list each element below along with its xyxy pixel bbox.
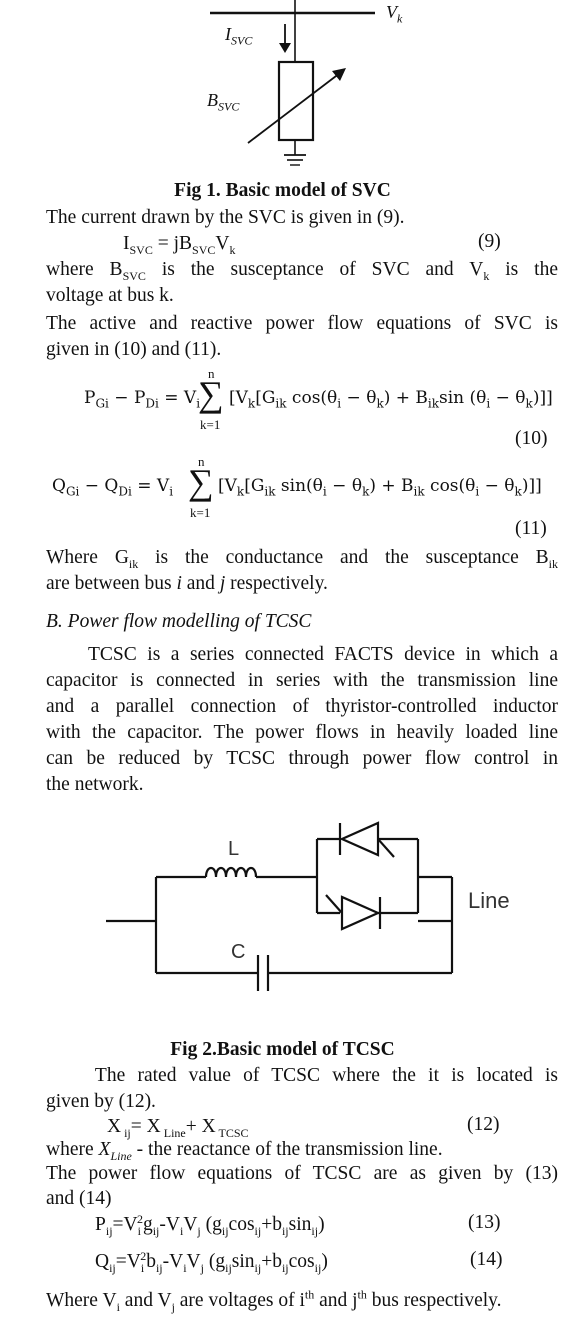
eq10-sigma: ∑ [198,374,224,414]
eq11-lhs: QGi − QDi = Vi [52,476,174,499]
eq10-rhs: [Vk[Gik cos(θi − θk) + Biksin (θi − θk)]… [229,388,553,411]
current-arrow-head [279,43,291,53]
fig1-label-isvc: ISVC [225,24,253,48]
thyristor-upper-gate [377,838,395,858]
para1-line1: The current drawn by the SVC is given in… [46,207,405,228]
para1-line3: where BSVC is the susceptance of SVC and… [46,259,558,283]
para3-line5: can be reduced by TCSC through power flo… [46,748,558,769]
thyristor-upper-triangle [339,821,380,857]
fig2-label-c: C [231,941,246,963]
thyristor-lower-gate [325,894,343,914]
eq11-rhs: [Vk[Gik sin⁡(θi − θk) + Bik cos(θi − θk)… [218,476,542,499]
eq10-number: (10) [515,428,548,449]
para4-line5: The power flow equations of TCSC are as … [46,1163,558,1184]
eq10-lhs: PGi − PDi = Vi [84,388,201,411]
fig1-svc-diagram [210,0,375,166]
eq10-sum-lower: k=1 [200,417,221,432]
variable-arrow-head [332,68,346,81]
para3-line6: the network. [46,774,144,795]
eq12: X ij= X Line+ X TCSC [107,1116,249,1140]
fig2-label-l: L [228,838,240,860]
para1-line4: voltage at bus k. [46,285,174,306]
para3-line1: TCSC is a series connected FACTS device … [46,644,558,665]
para4-line1: The rated value of TCSC where the it is … [46,1065,558,1086]
eq11-sigma: ∑ [188,462,214,502]
inductor-coil [204,866,258,878]
fig1-caption: Fig 1. Basic model of SVC [174,180,391,201]
susceptance-box [277,60,315,142]
para1-line6: given in (10) and (11). [46,339,222,360]
eq12-number: (12) [467,1114,500,1135]
thyristor-lower-triangle [340,895,381,931]
eq13: Pij=Vi2gij-ViVj (gijcosij+bijsinij) [95,1211,325,1238]
eq11-sum-upper: n [198,454,205,469]
para3-line4: with the capacitor. The power flows in h… [46,722,558,743]
fig1-label-bsvc: BSVC [207,90,240,114]
para4-line4: where XLine - the reactance of the trans… [46,1139,443,1163]
para5-line: Where Vi and Vj are voltages of ith and … [46,1287,502,1314]
eq9: ISVC = jBSVCVk [123,233,236,257]
eq14: Qij=Vi2bij-ViVj (gijsinij+bijcosij) [95,1248,328,1275]
eq11-number: (11) [515,518,547,539]
fig2-label-line: Line [468,888,510,913]
eq14-number: (14) [470,1249,503,1270]
para4-line6: and (14) [46,1188,112,1209]
para3-line2: capacitor is connected in series with th… [46,670,558,691]
eq10-sum-upper: n [208,366,215,381]
fig1-label-vk: Vk [386,2,403,26]
para2-line2: are between bus i and j respectively. [46,573,328,594]
variable-arrow-shaft [247,72,341,144]
eq11-sum-lower: k=1 [190,505,211,520]
para2-line1: Where Gik is the conductance and the sus… [46,547,558,571]
eq13-number: (13) [468,1212,501,1233]
para1-line5: The active and reactive power flow equat… [46,313,558,334]
section-heading-tcsc: B. Power flow modelling of TCSC [46,611,312,632]
para3-line3: and a parallel connection of thyristor-c… [46,696,558,717]
fig2-caption: Fig 2.Basic model of TCSC [170,1039,395,1060]
eq9-number: (9) [478,231,501,252]
fig2-tcsc-diagram [106,821,454,991]
para4-line2: given by (12). [46,1091,156,1112]
